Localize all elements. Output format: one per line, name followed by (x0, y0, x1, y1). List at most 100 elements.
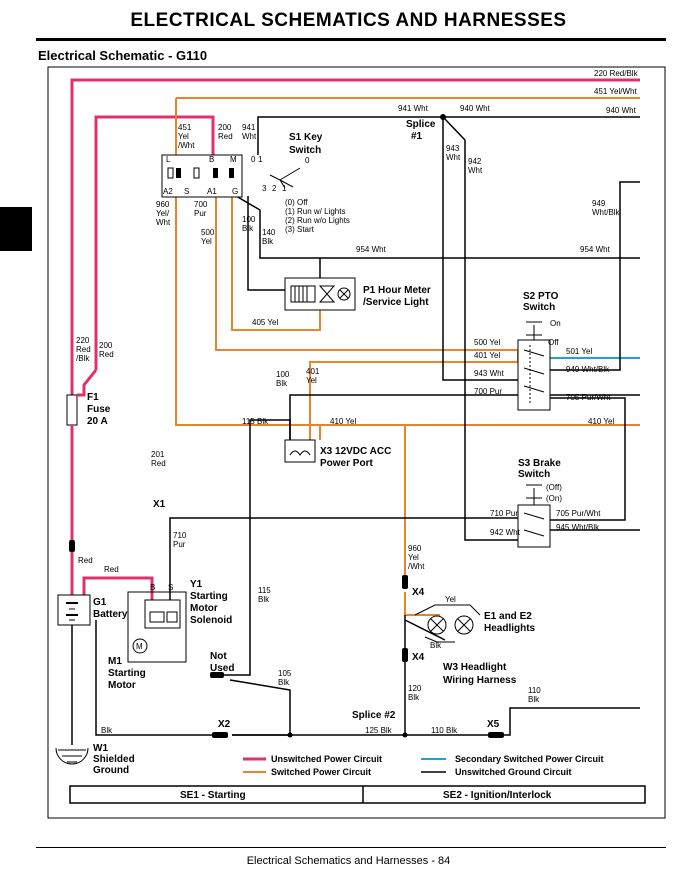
y1-line2: Starting (190, 591, 228, 602)
s1-terminal-a1: A1 (207, 187, 217, 196)
s2-label-line2: Switch (523, 302, 555, 313)
wire-705-right: 705 Pur/Wht (566, 393, 611, 402)
wire-blk-ground: Blk (101, 726, 113, 735)
m1-symbol: M (136, 642, 143, 651)
g1-line1: G1 (93, 597, 107, 608)
wire-125: 125 Blk (365, 726, 393, 735)
p1-label-line2: /Service Light (363, 297, 429, 308)
w3-line1: W3 Headlight (443, 662, 507, 673)
s1-terminal-b: B (209, 155, 214, 164)
wire-942-bottom: 942 Wht (490, 528, 521, 537)
g1-battery-symbol (57, 594, 91, 626)
y1-line1: Y1 (190, 579, 203, 590)
unswitched-power-wires (70, 78, 640, 610)
p1-label: P1 Hour Meter/Service Light (363, 285, 431, 308)
splice2-label: Splice #2 (352, 710, 396, 721)
wire-110b: 110 Blk (431, 726, 458, 735)
x3-line2: Power Port (320, 458, 373, 469)
p1-label-line1: P1 Hour Meter (363, 285, 431, 296)
wire-410-left: 410 Yel (330, 417, 356, 426)
splice1-line1: Splice (406, 119, 436, 130)
s3-off-label: (Off) (546, 483, 562, 492)
legend-ground: Unswitched Ground Circuit (455, 767, 572, 777)
s1-pos-2: 2 (272, 184, 277, 193)
splice-ground-dot (287, 732, 293, 738)
s3-brake-switch-symbol (517, 484, 551, 548)
splice1-line2: #1 (411, 131, 423, 142)
e1e2-line1: E1 and E2 (484, 611, 532, 622)
wire-941-top: 941 Wht (398, 104, 429, 113)
s1-label-line1: S1 Key (289, 132, 323, 143)
splice1-label: Splice#1 (406, 119, 436, 142)
wire-954-right: 954 Wht (580, 245, 611, 254)
y1-terminal-b: B (150, 583, 155, 592)
s1-terminal-g: G (232, 187, 238, 196)
s1-pos-0: 0 (251, 155, 256, 164)
s2-off-label: Off (548, 338, 559, 347)
s1-terminal-m: M (230, 155, 237, 164)
m1-line1: M1 (108, 656, 122, 667)
connectors (69, 540, 504, 738)
footer-rule (36, 847, 666, 848)
wire-yel-headlight: Yel (445, 595, 456, 604)
s1-label-line2: Switch (289, 145, 321, 156)
f1-line2: Fuse (87, 404, 111, 415)
wire-700-right: 700 Pur (474, 387, 502, 396)
x4b-label: X4 (412, 652, 425, 663)
splice-1-dot (440, 114, 446, 120)
s1-key-switch: L B M A2 S A1 G 0 1 3 2 1 0 (161, 154, 310, 198)
wire-943-right: 943 Wht (474, 369, 505, 378)
ground-and-signal-wires (71, 116, 640, 745)
m1-line2: Starting (108, 668, 146, 679)
section-tab (0, 207, 32, 251)
y1-line4: Solenoid (190, 615, 232, 626)
s1-state-1: (1) Run w/ Lights (285, 207, 345, 216)
legend-unswitched: Unswitched Power Circuit (271, 754, 382, 764)
m1-line3: Motor (108, 680, 136, 691)
w1-line2: Shielded (93, 754, 135, 765)
section-bar (69, 785, 646, 804)
wire-945: 945 Wht/Blk (556, 523, 600, 532)
x3-line1: X3 12VDC ACC (320, 446, 391, 457)
section-se1: SE1 - Starting (180, 790, 246, 801)
wire-501: 501 Yel (566, 347, 592, 356)
wire-220-top: 220 Red/Blk (594, 69, 639, 78)
s1-pos-3: 3 (262, 184, 267, 193)
x1-label: X1 (153, 499, 166, 510)
e1e2-line2: Headlights (484, 623, 536, 634)
wire-710-right: 710 Pur (490, 509, 518, 518)
x5-label: X5 (487, 719, 500, 730)
section-se2: SE2 - Ignition/Interlock (443, 790, 552, 801)
f1-fuse-symbol (66, 394, 78, 426)
legend: Unswitched Power Circuit Switched Power … (243, 754, 604, 777)
s1-pos-0b: 0 (305, 156, 310, 165)
wire-red-g1: Red (78, 556, 93, 565)
y1-line3: Motor (190, 603, 218, 614)
legend-switched: Switched Power Circuit (271, 767, 371, 777)
p1-hour-meter-symbol (284, 277, 356, 311)
page-footer: Electrical Schematics and Harnesses - 84 (246, 855, 451, 867)
wire-405: 405 Yel (252, 318, 278, 327)
g1-line2: Battery (93, 609, 128, 620)
wire-blk-headlight: Blk (430, 641, 442, 650)
